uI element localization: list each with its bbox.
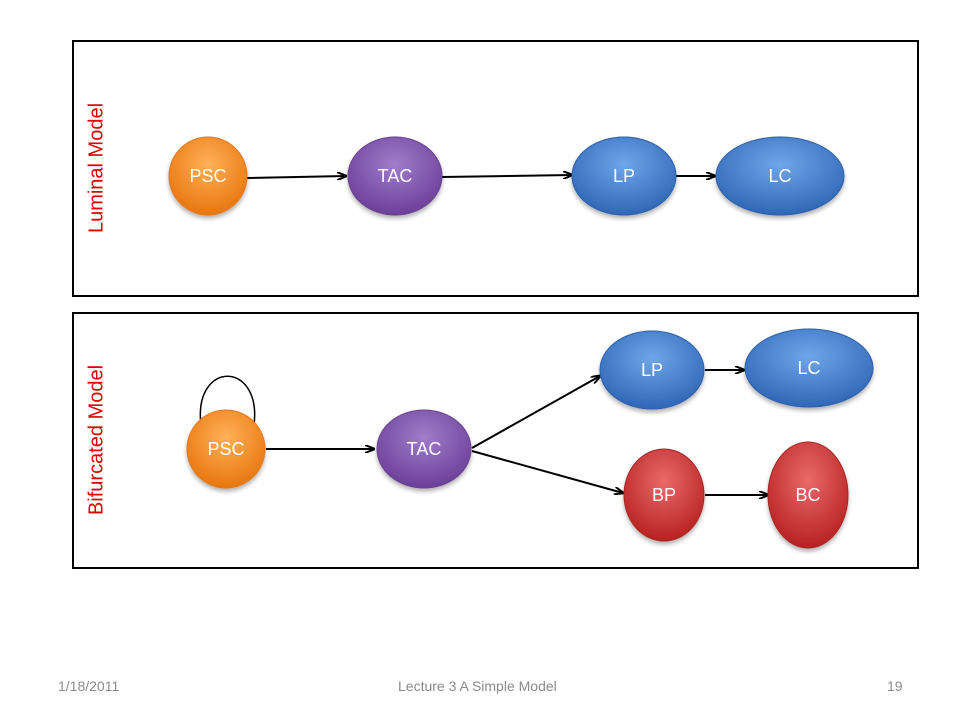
node-label: PSC [207, 439, 244, 459]
node-label: LP [641, 360, 663, 380]
node-lc-bottom: LC [744, 328, 874, 408]
node-label: PSC [189, 166, 226, 186]
node-psc-bottom: PSC [186, 409, 266, 489]
node-psc-top: PSC [168, 136, 248, 216]
node-tac-bottom: TAC [376, 409, 472, 489]
footer-date: 1/18/2011 [58, 678, 120, 694]
footer-page-number: 19 [887, 678, 903, 694]
edge-tac-bp [471, 450, 623, 493]
node-lp-bottom: LP [599, 330, 705, 410]
edge-tac-lp [441, 175, 572, 177]
node-label: LP [613, 166, 635, 186]
node-label: TAC [378, 166, 413, 186]
edge-psc-tac [246, 176, 346, 178]
node-lp-top: LP [571, 136, 677, 216]
node-label: BC [795, 485, 820, 505]
self-loop-psc [199, 375, 256, 426]
edge-tac-lp [471, 376, 600, 449]
node-lc-top: LC [715, 136, 845, 216]
node-label: LC [768, 166, 791, 186]
node-label: BP [652, 485, 676, 505]
node-bc-bottom: BC [767, 441, 849, 549]
footer-title: Lecture 3 A Simple Model [398, 678, 557, 694]
node-label: TAC [407, 439, 442, 459]
node-bp-bottom: BP [623, 448, 705, 542]
node-label: LC [797, 358, 820, 378]
node-tac-top: TAC [347, 136, 443, 216]
